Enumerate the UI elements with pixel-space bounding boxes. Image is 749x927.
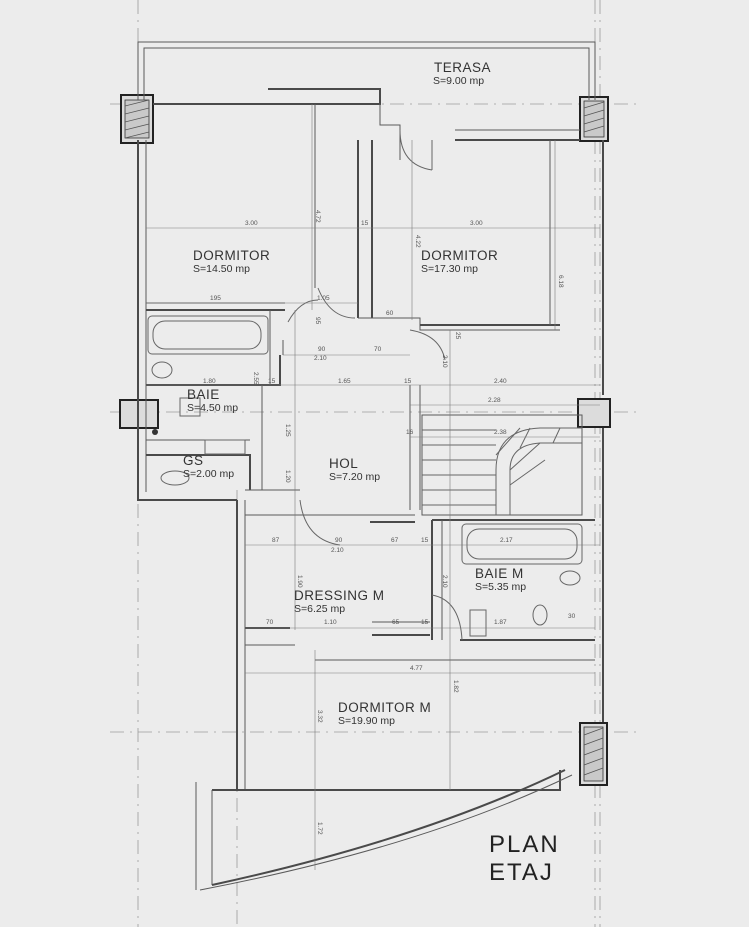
column-mid-right bbox=[577, 398, 611, 428]
room-name-dormitor-left: DORMITOR bbox=[193, 248, 270, 263]
dim-label: 65 bbox=[392, 619, 400, 626]
dim-label: 3.32 bbox=[316, 710, 323, 723]
sanitary-fixtures bbox=[147, 315, 583, 637]
dim-label: 90 bbox=[318, 346, 326, 353]
room-area-baie: S=4.50 mp bbox=[187, 402, 238, 414]
dim-label: 1.82 bbox=[452, 680, 459, 693]
room-name-gs: GS bbox=[183, 453, 204, 468]
dim-label: 2.38 bbox=[494, 429, 507, 436]
structural-columns bbox=[119, 94, 611, 786]
dim-label: 2.55 bbox=[252, 372, 259, 385]
dim-label: 15 bbox=[421, 619, 429, 626]
title-line-2: ETAJ bbox=[489, 859, 554, 886]
column-top-left bbox=[120, 94, 154, 144]
dim-label: 2.10 bbox=[441, 355, 448, 368]
room-name-dormitor-m: DORMITOR M bbox=[338, 700, 431, 715]
dim-label: 1.90 bbox=[296, 575, 303, 588]
room-area-terasa: S=9.00 mp bbox=[433, 75, 484, 87]
dim-label: 4.72 bbox=[314, 210, 321, 223]
dim-label: 4.22 bbox=[414, 235, 421, 248]
dim-label: 4.77 bbox=[410, 665, 423, 672]
dim-label: 15 bbox=[268, 378, 276, 385]
room-name-baie: BAIE bbox=[187, 387, 220, 402]
dim-label: 15 bbox=[361, 220, 369, 227]
dimension-labels: 3.00 4.72 15 3.00 4.22 6.18 195 1.05 60 … bbox=[203, 210, 576, 835]
room-area-dressing-m: S=6.25 mp bbox=[294, 603, 345, 615]
room-area-dormitor-right: S=17.30 mp bbox=[421, 263, 478, 275]
staircase bbox=[421, 414, 583, 516]
room-name-baie-m: BAIE M bbox=[475, 566, 524, 581]
dim-label: 6.18 bbox=[557, 275, 564, 288]
dim-label: 15 bbox=[421, 537, 429, 544]
room-name-hol: HOL bbox=[329, 456, 358, 471]
room-name-dormitor-right: DORMITOR bbox=[421, 248, 498, 263]
dim-label: 1.80 bbox=[203, 378, 216, 385]
room-area-dormitor-m: S=19.90 mp bbox=[338, 715, 395, 727]
dim-label: 70 bbox=[266, 619, 274, 626]
dim-label: 3.00 bbox=[470, 220, 483, 227]
dim-label: 15 bbox=[404, 378, 412, 385]
title-line-1: PLAN bbox=[489, 831, 560, 858]
room-name-dressing-m: DRESSING M bbox=[294, 588, 385, 603]
dim-label: 87 bbox=[272, 537, 280, 544]
drawing-title: PLAN ETAJ bbox=[489, 831, 560, 886]
room-area-baie-m: S=5.35 mp bbox=[475, 581, 526, 593]
dim-label: 2.17 bbox=[500, 537, 513, 544]
dim-label: 3.00 bbox=[245, 220, 258, 227]
dim-label: 1.87 bbox=[494, 619, 507, 626]
walls bbox=[137, 41, 604, 891]
room-area-hol: S=7.20 mp bbox=[329, 471, 380, 483]
room-name-terasa: TERASA bbox=[434, 60, 491, 75]
dim-label: 2.40 bbox=[494, 378, 507, 385]
dim-label: 95 bbox=[314, 317, 321, 325]
dim-label: 1.05 bbox=[317, 295, 330, 302]
dim-label: 195 bbox=[210, 295, 221, 302]
dim-label: 60 bbox=[386, 310, 394, 317]
dim-label: 16 bbox=[406, 429, 414, 436]
dim-label: 30 bbox=[568, 613, 576, 620]
dim-label: 1.20 bbox=[284, 470, 291, 483]
room-area-gs: S=2.00 mp bbox=[183, 468, 234, 480]
room-area-dormitor-left: S=14.50 mp bbox=[193, 263, 250, 275]
dim-label: 70 bbox=[374, 346, 382, 353]
column-top-right bbox=[579, 96, 609, 142]
dim-label: 2.10 bbox=[441, 575, 448, 588]
doors bbox=[287, 129, 463, 641]
dim-label: 1.65 bbox=[338, 378, 351, 385]
dim-label: 2.10 bbox=[331, 547, 344, 554]
dim-label: 67 bbox=[391, 537, 399, 544]
dim-label: 1.10 bbox=[324, 619, 337, 626]
dim-label: 2.10 bbox=[314, 355, 327, 362]
column-bottom-right bbox=[579, 722, 608, 786]
room-labels: TERASA S=9.00 mp DORMITOR S=14.50 mp DOR… bbox=[183, 60, 526, 727]
dim-label: 90 bbox=[335, 537, 343, 544]
dim-label: 1.72 bbox=[316, 822, 323, 835]
dim-label: 1.25 bbox=[284, 424, 291, 437]
dim-label: 2.28 bbox=[488, 397, 501, 404]
dim-label: 25 bbox=[454, 332, 461, 340]
dimension-lines bbox=[146, 104, 600, 870]
